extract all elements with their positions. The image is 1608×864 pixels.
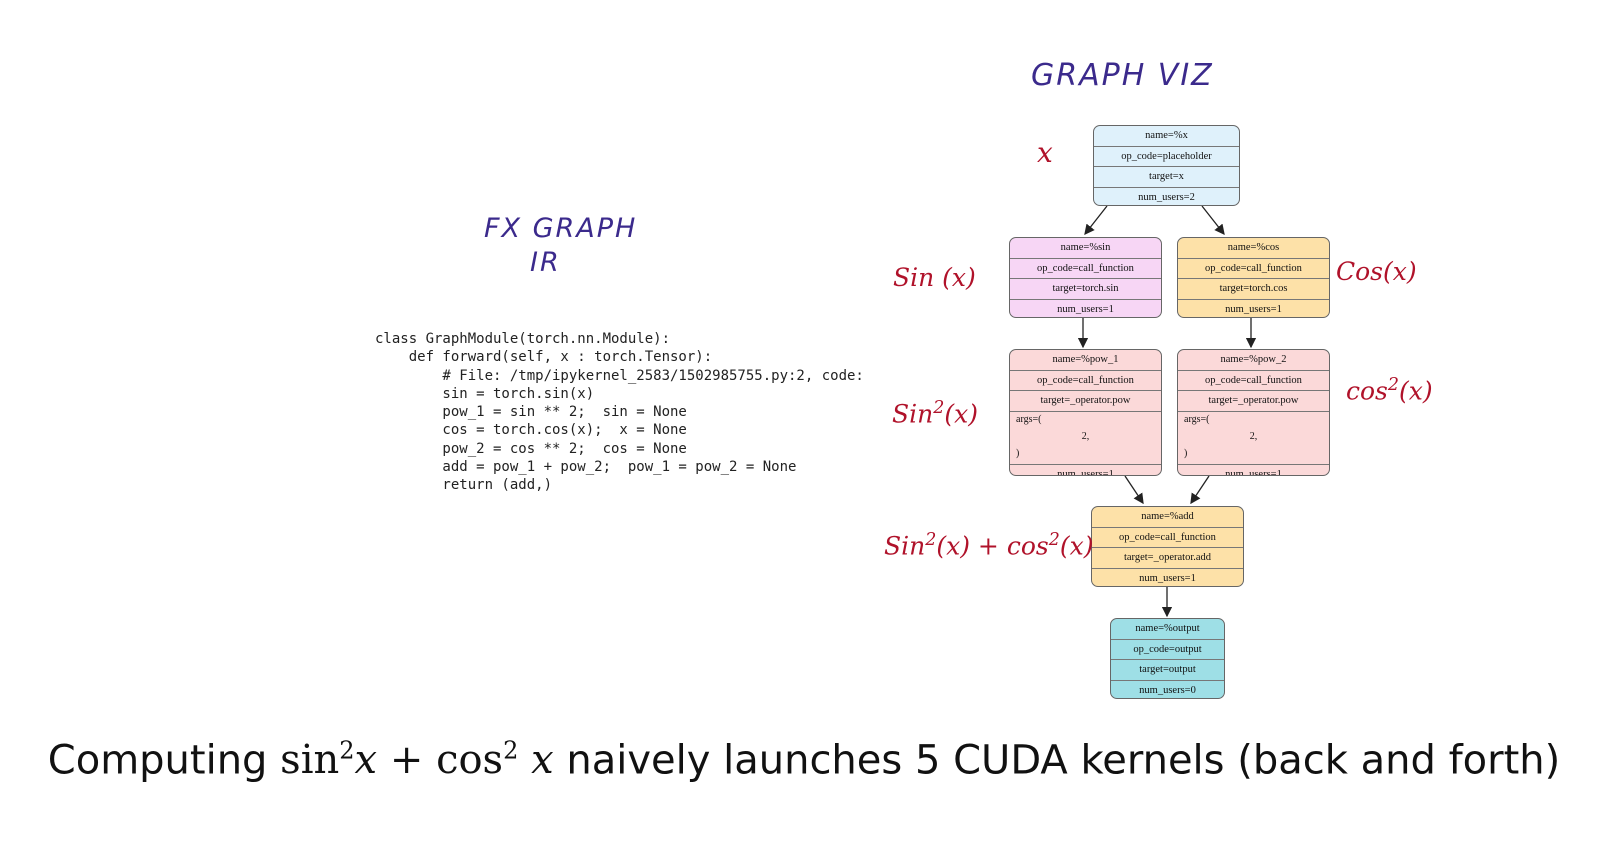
annotation-cos-squared: cos2(x) bbox=[1346, 375, 1433, 405]
node-pow-1-op-code: op_code=call_function bbox=[1010, 371, 1161, 391]
annotation-cos-squared-exp: 2 bbox=[1387, 375, 1400, 395]
annotation-cos: Cos(x) bbox=[1336, 257, 1417, 286]
node-cos-op-code: op_code=call_function bbox=[1178, 259, 1329, 279]
node-x-op-code: op_code=placeholder bbox=[1094, 147, 1239, 167]
node-add: name=%add op_code=call_function target=_… bbox=[1091, 506, 1244, 587]
node-output-num-users: num_users=0 bbox=[1139, 684, 1196, 696]
node-output: name=%output op_code=output target=outpu… bbox=[1110, 618, 1225, 699]
node-pow-1-args-open: args=( bbox=[1016, 413, 1042, 425]
node-cos-num-users: num_users=1 bbox=[1225, 303, 1282, 315]
annotation-x: x bbox=[1037, 136, 1053, 169]
node-add-op-code: op_code=call_function bbox=[1092, 528, 1243, 548]
node-add-target: target=_operator.add bbox=[1092, 548, 1243, 569]
node-cos-name: name=%cos bbox=[1178, 238, 1329, 259]
node-output-target: target=output bbox=[1111, 660, 1224, 681]
edge-pow2-to-add bbox=[1190, 475, 1210, 505]
node-x-target: target=x bbox=[1094, 167, 1239, 188]
annotation-sin-squared-exp: 2 bbox=[933, 398, 945, 418]
node-pow-2-num-users: num_users=1 bbox=[1225, 468, 1282, 476]
fx-graph-title-line2: IR bbox=[530, 247, 561, 278]
graph-viz-title: GRAPH VIZ bbox=[1031, 58, 1214, 93]
annotation-sin-squared-arg: (x) bbox=[944, 399, 978, 429]
caption-prefix: Computing bbox=[47, 737, 281, 784]
node-pow-2-args-open: args=( bbox=[1184, 413, 1210, 425]
node-pow-1-args-close: ) bbox=[1016, 447, 1020, 459]
node-sin-name: name=%sin bbox=[1010, 238, 1161, 259]
code-line: add = pow_1 + pow_2; pow_1 = pow_2 = Non… bbox=[375, 459, 797, 476]
annotation-sin-squared: Sin2(x) bbox=[892, 398, 978, 428]
node-pow-1: name=%pow_1 op_code=call_function target… bbox=[1009, 349, 1162, 476]
node-output-name: name=%output bbox=[1111, 619, 1224, 640]
annotation-sum-cos-arg: (x) bbox=[1059, 531, 1094, 561]
node-sin-num-users: num_users=1 bbox=[1057, 303, 1114, 315]
caption-plus: + bbox=[377, 737, 437, 784]
node-x-name: name=%x bbox=[1094, 126, 1239, 147]
annotation-sum-sin-exp: 2 bbox=[925, 530, 937, 550]
annotation-sin-squared-fn: Sin bbox=[892, 399, 934, 429]
node-pow-1-num-users: num_users=1 bbox=[1057, 468, 1114, 476]
edge-pow1-to-add bbox=[1124, 475, 1144, 505]
node-pow-2-name: name=%pow_2 bbox=[1178, 350, 1329, 371]
code-line: def forward(self, x : torch.Tensor): bbox=[375, 349, 713, 366]
fx-graph-ir-title: FX GRAPH IR bbox=[484, 212, 637, 280]
code-line: sin = torch.sin(x) bbox=[375, 385, 595, 402]
code-line: class GraphModule(torch.nn.Module): bbox=[375, 331, 671, 347]
node-pow-1-target: target=_operator.pow bbox=[1010, 391, 1161, 412]
fx-graph-title-line1: FX GRAPH bbox=[484, 213, 638, 244]
annotation-sin: Sin (x) bbox=[893, 263, 976, 292]
code-line: pow_1 = sin ** 2; sin = None bbox=[375, 404, 687, 421]
annotation-sum-middle: (x) + cos bbox=[936, 531, 1049, 561]
annotation-sum-sin: Sin bbox=[884, 531, 926, 561]
node-x: name=%x op_code=placeholder target=x num… bbox=[1093, 125, 1240, 206]
node-x-num-users: num_users=2 bbox=[1138, 191, 1195, 203]
edge-x-to-sin bbox=[1084, 205, 1108, 236]
node-output-op-code: op_code=output bbox=[1111, 640, 1224, 660]
caption-sin-exp: 2 bbox=[339, 737, 355, 765]
node-sin-target: target=torch.sin bbox=[1010, 279, 1161, 300]
node-cos: name=%cos op_code=call_function target=t… bbox=[1177, 237, 1330, 318]
code-line: return (add,) bbox=[375, 477, 553, 494]
node-add-num-users: num_users=1 bbox=[1139, 572, 1196, 584]
node-sin-op-code: op_code=call_function bbox=[1010, 259, 1161, 279]
caption-cos: cos bbox=[436, 737, 504, 784]
node-add-name: name=%add bbox=[1092, 507, 1243, 528]
node-pow-1-name: name=%pow_1 bbox=[1010, 350, 1161, 371]
node-sin: name=%sin op_code=call_function target=t… bbox=[1009, 237, 1162, 318]
annotation-cos-squared-arg: (x) bbox=[1399, 376, 1433, 406]
caption-sin: sin bbox=[280, 737, 340, 784]
node-pow-1-args-value: 2, bbox=[1081, 430, 1090, 442]
node-cos-target: target=torch.cos bbox=[1178, 279, 1329, 300]
node-pow-2-op-code: op_code=call_function bbox=[1178, 371, 1329, 391]
node-pow-2-target: target=_operator.pow bbox=[1178, 391, 1329, 412]
caption-suffix: naively launches 5 CUDA kernels (back an… bbox=[553, 737, 1561, 784]
node-pow-2-args: args=( 2, ) bbox=[1178, 412, 1329, 465]
annotation-sum: Sin2(x) + cos2(x) bbox=[884, 530, 1093, 560]
annotation-sum-cos-exp: 2 bbox=[1048, 530, 1060, 550]
node-pow-1-args: args=( 2, ) bbox=[1010, 412, 1161, 465]
edge-x-to-cos bbox=[1201, 205, 1225, 236]
code-line: cos = torch.cos(x); x = None bbox=[375, 422, 687, 439]
caption-formula: sin2x + cos2 x bbox=[280, 737, 553, 783]
caption-cos-exp: 2 bbox=[503, 737, 519, 765]
fx-graph-code-block: class GraphModule(torch.nn.Module): def … bbox=[375, 330, 864, 495]
code-line: pow_2 = cos ** 2; cos = None bbox=[375, 440, 687, 457]
slide-caption: Computing sin2x + cos2 x naively launche… bbox=[0, 737, 1608, 783]
code-line: # File: /tmp/ipykernel_2583/1502985755.p… bbox=[375, 367, 864, 384]
node-pow-2-args-close: ) bbox=[1184, 447, 1188, 459]
node-pow-2-args-value: 2, bbox=[1249, 430, 1258, 442]
caption-x2: x bbox=[531, 737, 554, 784]
node-pow-2: name=%pow_2 op_code=call_function target… bbox=[1177, 349, 1330, 476]
caption-x1: x bbox=[354, 737, 378, 784]
annotation-cos-squared-fn: cos bbox=[1346, 376, 1388, 406]
